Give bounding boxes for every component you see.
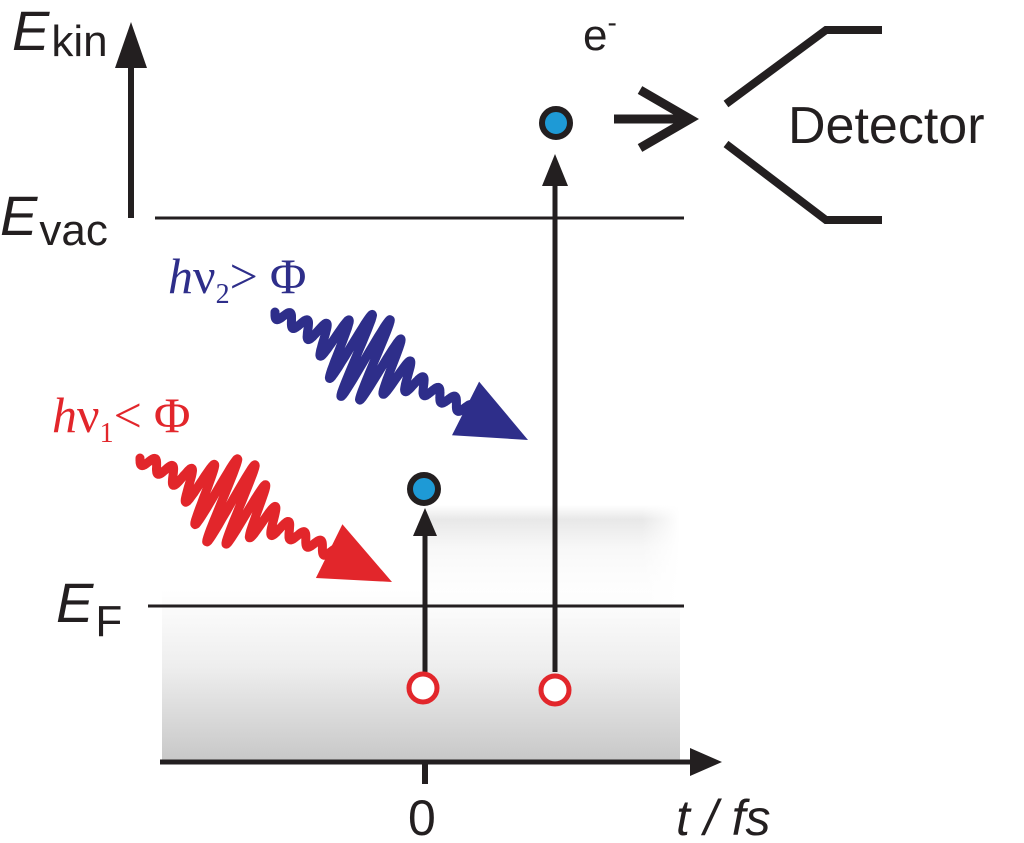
vacuum-level-label-main: E [0,184,38,247]
photon-high-h: h [168,248,193,304]
vacuum-level-label-sub: vac [39,206,107,255]
photon-high-index: 2 [216,279,230,310]
energy-axis-arrowhead [115,22,147,68]
photon-low-relation: < [114,387,142,443]
fermi-level-label-sub: F [95,597,122,646]
vacuum-level-label: Evac [0,184,108,255]
fermi-level-label-main: E [56,571,94,634]
photon-high-wave [270,307,528,440]
photon-low-wave [135,453,392,582]
energy-axis-label-main: E [12,0,50,62]
time-axis-arrowhead [690,748,722,776]
detector-upper-plate [723,26,882,108]
electron-label: e- [583,7,617,60]
photon-high-label: hν2>Φ [168,248,306,310]
photon-high-nu: ν [193,248,216,304]
photon-low-h: h [52,387,77,443]
photoelectron [539,106,573,140]
hole-marker-2 [538,673,572,707]
photon-high-phi: Φ [270,248,307,304]
detector-lower-plate [723,140,882,224]
photon-low-phi: Φ [154,387,191,443]
fermi-level-label: EF [56,571,122,646]
photon-low-nu: ν [77,387,100,443]
emission-arrow-head [637,86,699,152]
excitation-arrow-low-head [413,508,437,536]
hole-marker-1 [406,671,440,705]
photon-low-oscillation [135,453,344,560]
energy-axis-label-sub: kin [51,17,107,66]
photon-high-oscillation [270,307,478,421]
photon-low-arrowhead [315,524,392,582]
photon-high-arrowhead [452,381,528,440]
electron-symbol: e [583,11,607,60]
time-zero-label: 0 [408,790,436,843]
excitation-arrow-high-head [542,154,568,186]
photon-low-index: 1 [100,418,114,449]
photon-high-relation: > [230,248,258,304]
excited-electron [407,472,441,506]
energy-axis-label: Ekin [12,0,108,66]
detector-label: Detector [788,97,985,155]
electron-charge: - [607,7,616,38]
time-axis-label: t / fs [676,790,770,843]
photon-low-label: hν1<Φ [52,387,190,449]
